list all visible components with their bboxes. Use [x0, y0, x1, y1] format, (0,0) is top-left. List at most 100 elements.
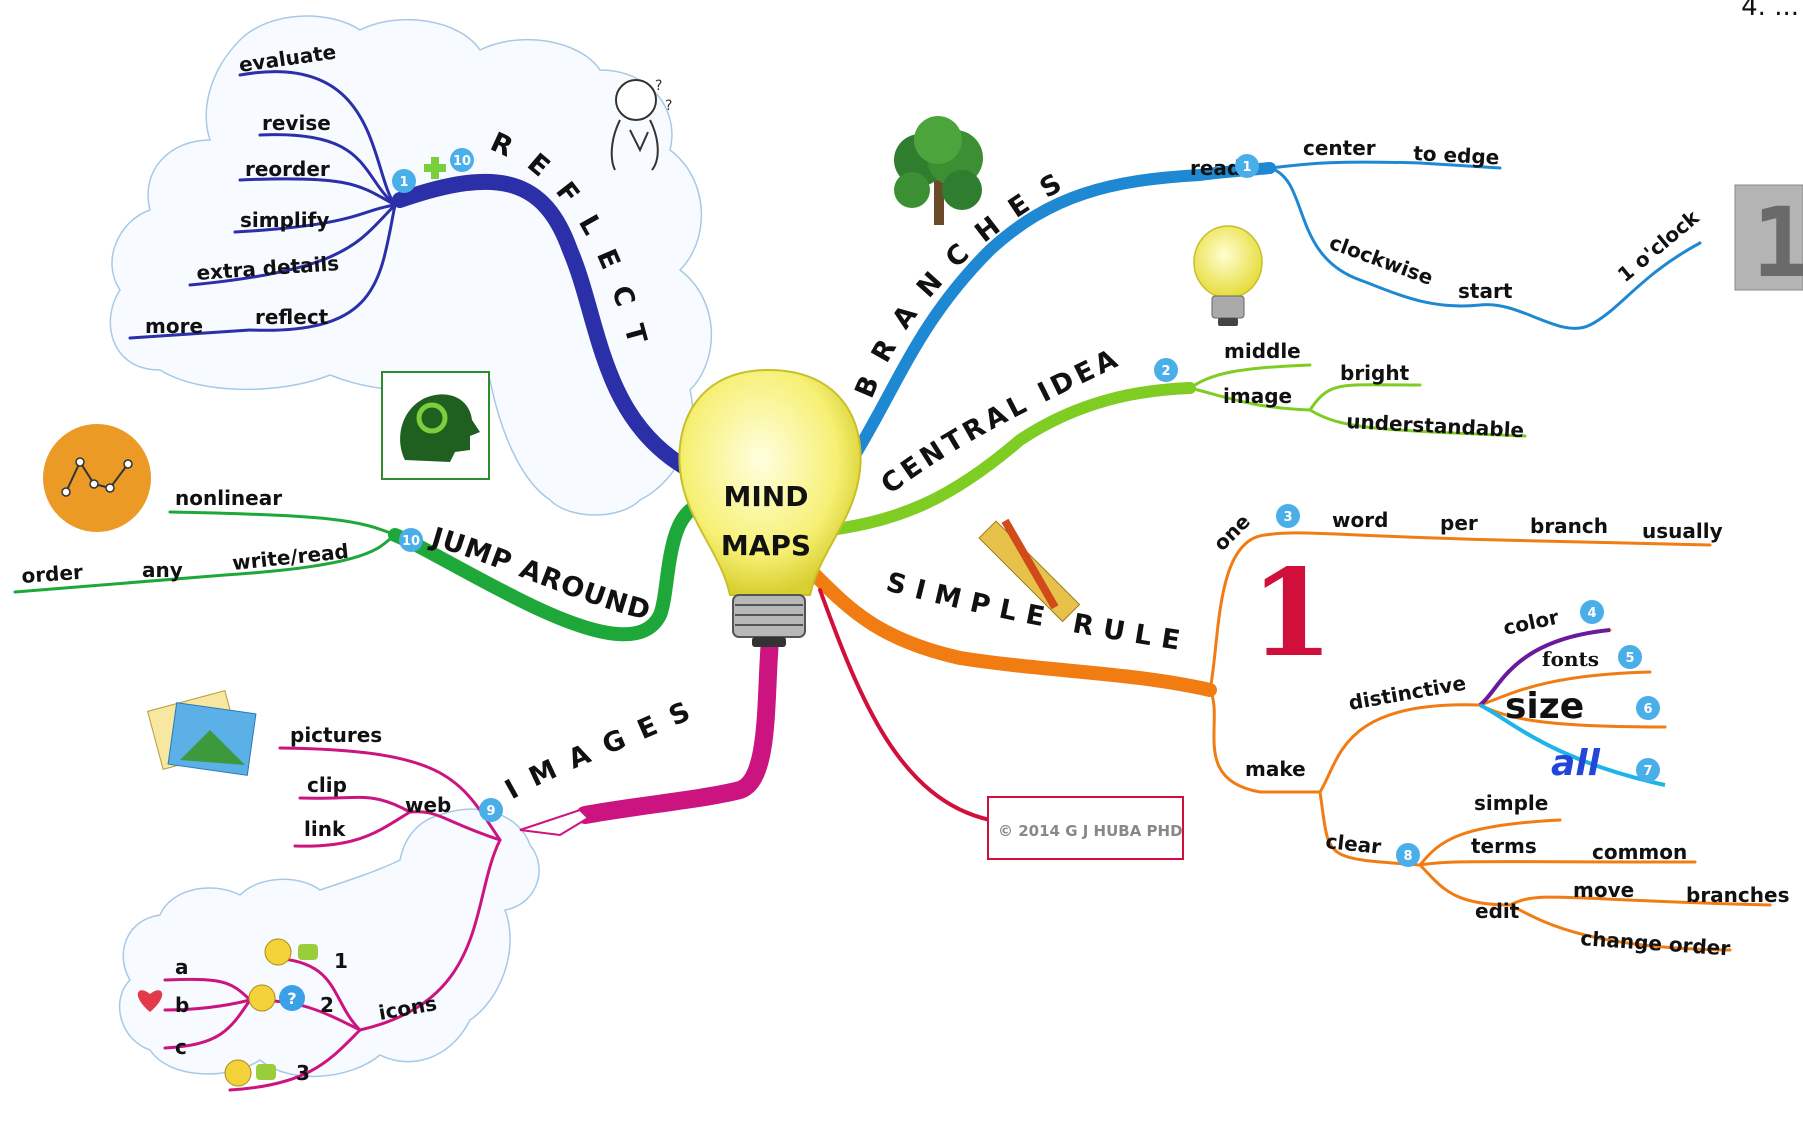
- images-web-child: pictures: [290, 723, 382, 747]
- clear-child: terms: [1471, 834, 1537, 858]
- svg-text:1: 1: [1242, 160, 1251, 175]
- distinctive-color: color: [1501, 605, 1561, 640]
- simple-distinctive-label: distinctive: [1347, 671, 1468, 715]
- clear-child: simple: [1474, 791, 1548, 815]
- copyright-branch: © 2014 G J HUBA PHD: [818, 588, 1184, 860]
- simple-one-child: word: [1332, 508, 1388, 532]
- picture-icon: [146, 690, 257, 776]
- reflect-badge: 10: [450, 148, 474, 172]
- clear-child: move: [1573, 878, 1634, 902]
- jump-child-label: nonlinear: [175, 486, 282, 510]
- distinctive-size: size: [1505, 686, 1584, 727]
- distinctive-fonts: fonts: [1542, 647, 1599, 671]
- branches-clockwise-label: clockwise: [1326, 230, 1436, 290]
- icons-cloud: [118, 808, 540, 1078]
- reflect-child-label: reorder: [245, 157, 330, 181]
- images-main-text: IMAGES: [500, 690, 693, 806]
- sad-face-icon: [224, 1059, 252, 1087]
- icons-child: 2: [320, 993, 334, 1017]
- big-number-one: 1: [1250, 543, 1334, 684]
- distinctive-badge: 4 5 6 7: [1580, 600, 1660, 782]
- central-idea-main-text: CENTRAL IDEA: [875, 342, 1121, 500]
- central-idea-branch: CENTRAL IDEA 2 middle image bright under…: [824, 339, 1527, 536]
- question-icon: ?: [279, 985, 305, 1011]
- clear-child: edit: [1475, 899, 1520, 923]
- svg-text:3: 3: [1283, 510, 1292, 525]
- images-web-child: link: [304, 817, 346, 841]
- central-lightbulb: MIND MAPS: [678, 368, 862, 647]
- reflect-child-label: simplify: [240, 208, 329, 232]
- images-badge: 9: [479, 798, 503, 822]
- central-child-label: middle: [1224, 339, 1301, 363]
- thumbs-up-icon: [298, 944, 318, 960]
- center-line1: MIND: [724, 480, 809, 513]
- line-graph-icon: [43, 424, 151, 532]
- simple-one-child: per: [1440, 511, 1478, 535]
- central-child-label: understandable: [1346, 409, 1525, 442]
- lightbulb-icon: [1193, 225, 1263, 326]
- icons-child: 1: [334, 949, 348, 973]
- svg-text:1: 1: [1752, 187, 1803, 299]
- icons-child: c: [175, 1035, 187, 1059]
- plus-icon: [424, 157, 446, 179]
- branches-child-label: center: [1303, 136, 1376, 160]
- clear-child: change order: [1580, 926, 1731, 960]
- seven-segment-digit-icon: 1: [1734, 184, 1803, 299]
- simple-one-label: one: [1209, 509, 1255, 555]
- simple-one-badge: 3: [1276, 504, 1300, 528]
- icons-child: b: [175, 993, 189, 1017]
- reflect-cloud: [109, 15, 713, 516]
- central-idea-badge: 2: [1154, 358, 1178, 382]
- svg-text:4: 4: [1587, 606, 1596, 621]
- reflect-child-label: more: [145, 314, 203, 338]
- svg-text:6: 6: [1643, 702, 1652, 717]
- central-child-label: bright: [1340, 361, 1410, 385]
- branches-child-label: 1 o'clock: [1613, 205, 1704, 287]
- central-child-label: image: [1223, 384, 1292, 408]
- heart-icon: [137, 990, 163, 1012]
- svg-text:10: 10: [402, 534, 420, 549]
- clear-child: common: [1592, 840, 1687, 864]
- simple-clear-label: clear: [1324, 829, 1382, 859]
- simple-make-label: make: [1245, 757, 1306, 781]
- svg-text:1: 1: [399, 175, 408, 190]
- smiley-icon: [248, 938, 292, 1012]
- branches-read-label: read: [1190, 156, 1241, 180]
- thinking-person-icon: ? ?: [610, 78, 672, 171]
- tree-icon: [894, 116, 983, 225]
- jump-badge: 10: [399, 528, 423, 552]
- images-web-label: web: [405, 793, 451, 817]
- reflect-child-label: revise: [262, 111, 331, 135]
- jump-child-label: any: [142, 558, 183, 582]
- svg-text:?: ?: [665, 98, 672, 114]
- clear-badge: 8: [1396, 843, 1420, 867]
- branches-child-label: to edge: [1413, 141, 1500, 169]
- svg-text:5: 5: [1625, 651, 1634, 666]
- branches-badge: 1: [1235, 154, 1259, 178]
- svg-text:9: 9: [486, 804, 495, 819]
- svg-text:2: 2: [1161, 364, 1170, 379]
- central-idea-main-label: CENTRAL IDEA: [875, 342, 1125, 500]
- thumbs-down-icon: [256, 1064, 276, 1080]
- images-web-child: clip: [307, 773, 347, 797]
- header-text: 4. ...: [1741, 0, 1799, 22]
- simple-one-child: usually: [1642, 519, 1723, 543]
- svg-text:7: 7: [1643, 764, 1652, 779]
- ruler-pencil-icon: [978, 518, 1081, 623]
- images-main-label: IMAGES: [500, 690, 709, 806]
- reflect-badge: 1: [392, 169, 416, 193]
- svg-text:?: ?: [287, 989, 296, 1008]
- simple-one-child: branch: [1530, 514, 1608, 538]
- clear-child: branches: [1686, 883, 1789, 907]
- center-line2: MAPS: [721, 529, 811, 562]
- copyright-text: © 2014 G J HUBA PHD: [998, 822, 1183, 840]
- icons-child: 3: [296, 1061, 310, 1085]
- svg-text:8: 8: [1403, 849, 1412, 864]
- pointing-hand-icon: [519, 808, 590, 837]
- reflect-child-label: reflect: [255, 305, 329, 329]
- icons-child: a: [175, 955, 189, 979]
- branches-child-label: start: [1458, 279, 1513, 303]
- svg-text:?: ?: [655, 78, 662, 94]
- distinctive-all: all: [1551, 743, 1601, 784]
